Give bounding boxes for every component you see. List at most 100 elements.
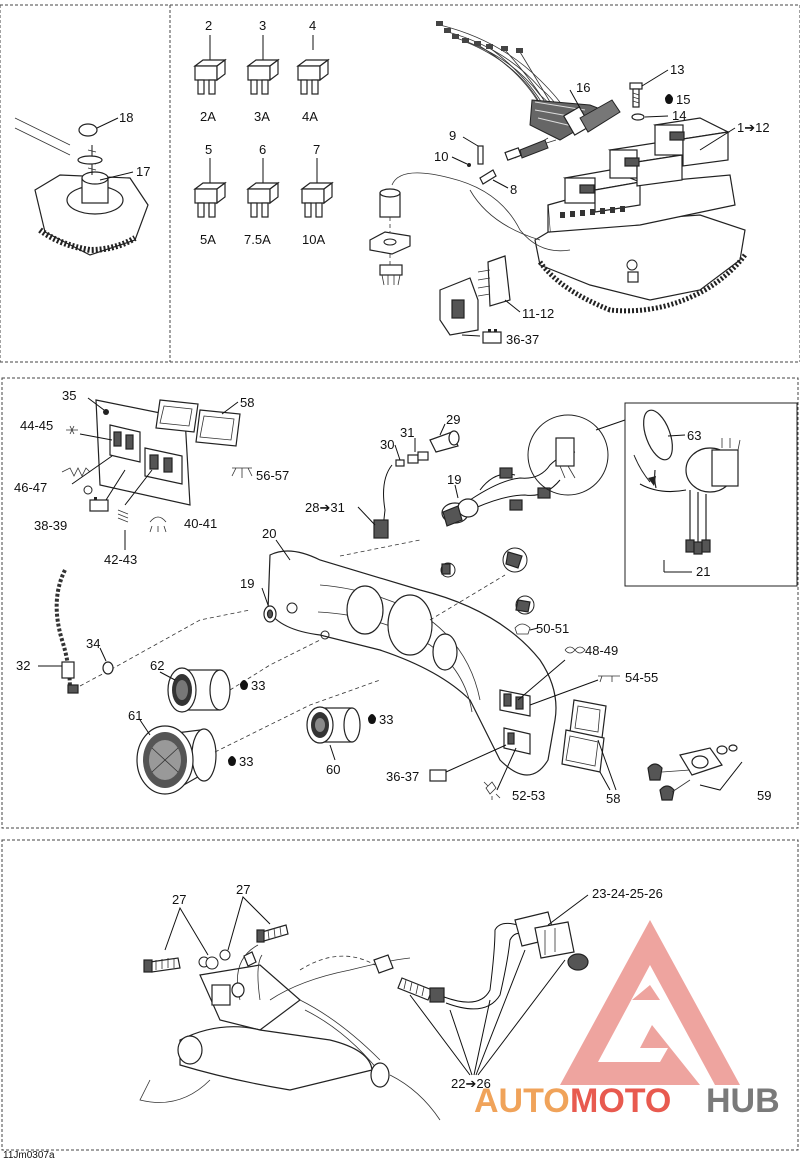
callout-40-41: 40-41: [184, 516, 217, 531]
callout-52-53: 52-53: [512, 788, 545, 803]
connector-59: 59: [647, 744, 771, 803]
grommet-19: 19: [240, 576, 277, 623]
sensor-22-26: 23-24-25-26 22➔26: [299, 886, 663, 1091]
dashboard-assembly: 35 58 44-45 46-47 38-39 42-43 40-41: [14, 388, 798, 806]
terminal-parts: 9 10 8: [434, 128, 517, 197]
fuse-3: [246, 35, 280, 95]
callout-11-12: 11-12: [522, 306, 554, 321]
fuse-2: [193, 35, 227, 95]
callout-44-45: 44-45: [20, 418, 53, 433]
fuse-4: [296, 35, 330, 95]
callout-42-43: 42-43: [104, 552, 137, 567]
callout-10: 10: [434, 149, 448, 164]
fuse-6-callout: 6: [259, 142, 266, 157]
watermark-moto: MOTO: [570, 1082, 671, 1120]
callout-59: 59: [757, 788, 771, 803]
callout-28-31: 28➔31: [305, 500, 345, 515]
watermark-hub: HUB: [706, 1082, 780, 1120]
power-socket: [369, 172, 571, 286]
callout-30: 30: [380, 437, 394, 452]
fuse-box-body: 1➔12: [534, 117, 770, 314]
callout-35: 35: [62, 388, 76, 403]
gauge-62: 62 33: [150, 639, 321, 713]
callout-31: 31: [400, 425, 414, 440]
callout-33-gauge60: 33: [379, 712, 393, 727]
callout-14: 14: [672, 108, 686, 123]
fuse-7: [300, 158, 334, 218]
bolts-27: 27 27: [143, 882, 289, 973]
callout-13: 13: [670, 62, 684, 77]
callout-1-12: 1➔12: [737, 120, 770, 135]
switch-11-12: 11-12 36-37: [439, 255, 554, 347]
callout-19-grommet: 19: [240, 576, 254, 591]
figure-id: 11Jm0307a: [3, 1150, 55, 1161]
gauge-60: 60 33: [306, 706, 393, 777]
fuse-6-rating: 7.5A: [244, 232, 271, 247]
callout-23-26: 23-24-25-26: [592, 886, 663, 901]
callout-32: 34: [86, 636, 100, 651]
battery-post-assembly: 18 17: [14, 110, 150, 256]
fuse-5: [193, 158, 227, 218]
automotohub-watermark: AUTO MOTO HUB: [474, 920, 780, 1120]
callout-16: 16: [576, 80, 590, 95]
panel-frames: [0, 4, 800, 1151]
callout-58-top: 58: [240, 395, 254, 410]
callout-56-57: 56-57: [256, 468, 289, 483]
axle-frame: [139, 944, 441, 1121]
fuse-3-callout: 3: [259, 18, 266, 33]
fuse-7-rating: 10A: [302, 232, 325, 247]
watermark-logo-mark: [560, 920, 740, 1085]
watermark-auto: AUTO: [474, 1082, 570, 1120]
callout-34: 32: [16, 658, 30, 673]
callout-58-bottom: 58: [606, 791, 620, 806]
instrument-console-63: 20: [262, 526, 557, 776]
fuse-2-rating: 2A: [200, 109, 216, 124]
wire-harness-16: 16: [436, 21, 621, 161]
switch-panel-35: 35 58 44-45 46-47 38-39 42-43 40-41: [14, 388, 289, 567]
ignition-detail-box: 63 21: [624, 402, 798, 587]
callout-19-ignition: 19: [447, 472, 461, 487]
callout-60: 60: [326, 762, 340, 777]
callout-61: 61: [128, 708, 142, 723]
callout-33-gauge62: 33: [251, 678, 265, 693]
fuse-5-rating: 5A: [200, 232, 216, 247]
console-right-parts: 50-51 48-49 54-55 36-37 52-53 58: [386, 621, 658, 806]
callout-17: 17: [136, 164, 150, 179]
callout-18: 18: [119, 110, 133, 125]
callout-50-51: 50-51: [536, 621, 569, 636]
fuse-6: [246, 158, 280, 218]
callout-9: 9: [449, 128, 456, 143]
fuse-4-rating: 4A: [302, 109, 318, 124]
callout-36-37-top: 36-37: [506, 332, 539, 347]
callout-63: 20: [262, 526, 276, 541]
callout-48-49: 48-49: [585, 643, 618, 658]
callout-21: 63: [687, 428, 701, 443]
callout-29: 29: [446, 412, 460, 427]
fuse-5-callout: 5: [205, 142, 212, 157]
screw-13: 13 15 14: [629, 62, 690, 123]
callout-27-left: 27: [172, 892, 186, 907]
fuse-7-callout: 7: [313, 142, 320, 157]
ignition-switch-19: 19: [441, 414, 626, 527]
fuse-3-rating: 3A: [254, 109, 270, 124]
harness-28-31: 30 31 29 28➔31: [305, 412, 460, 539]
callout-20: 21: [696, 564, 710, 579]
fuse-2-callout: 2: [205, 18, 212, 33]
callout-36-37-mid: 36-37: [386, 769, 419, 784]
callout-54-55: 54-55: [625, 670, 658, 685]
callout-62: 62: [150, 658, 164, 673]
callout-15: 15: [676, 92, 690, 107]
wire-34: 32 34: [16, 569, 251, 694]
callout-46-47: 46-47: [14, 480, 47, 495]
callout-8: 8: [510, 182, 517, 197]
axle-sensor-assembly: 27 27 23-24-25-26 22➔26: [139, 882, 663, 1121]
fuse-set: 2 3 4 2A 3A 4A 5 6 7 5A 7.5A 10A: [193, 18, 334, 247]
callout-33-gauge61: 33: [239, 754, 253, 769]
fuse-box-assembly: 16 13 15 14: [369, 21, 770, 347]
callout-27-right: 27: [236, 882, 250, 897]
gauge-61: 61 33: [128, 679, 381, 795]
callout-38-39: 38-39: [34, 518, 67, 533]
callout-22-26: 22➔26: [451, 1076, 491, 1091]
fuse-4-callout: 4: [309, 18, 316, 33]
